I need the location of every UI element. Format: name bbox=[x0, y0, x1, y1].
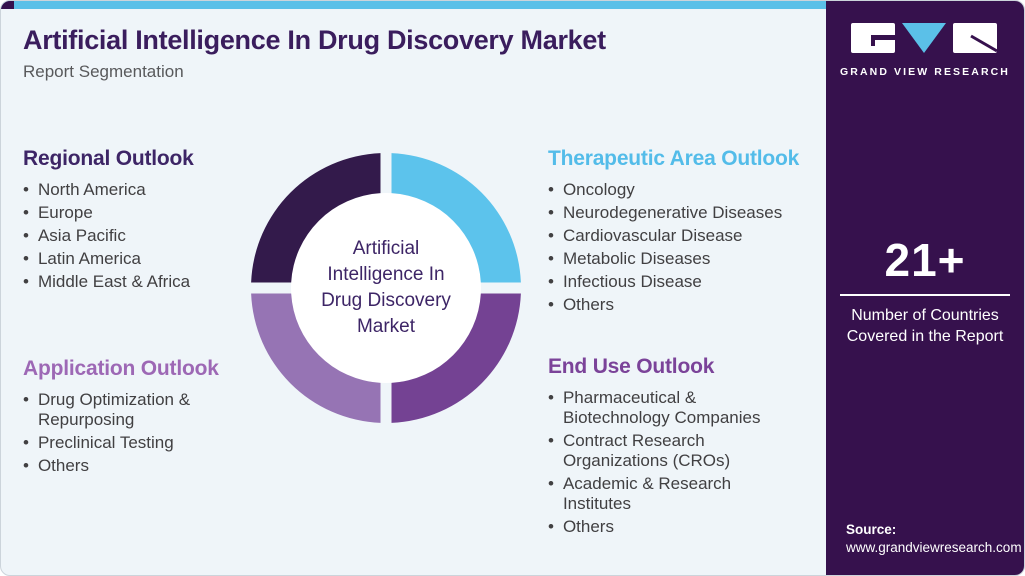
bullet-icon: • bbox=[23, 433, 29, 452]
list-item-label: Others bbox=[562, 295, 614, 314]
bullet-icon: • bbox=[548, 431, 554, 450]
list-item-label: Others bbox=[562, 517, 614, 536]
list-item: • Preclinical Testing bbox=[23, 433, 255, 453]
countries-count: 21+ bbox=[840, 233, 1010, 296]
bullet-icon: • bbox=[548, 203, 554, 222]
list-item: • Others bbox=[548, 295, 826, 315]
bullet-icon: • bbox=[548, 226, 554, 245]
bullet-icon: • bbox=[23, 249, 29, 268]
bullet-icon: • bbox=[23, 456, 29, 475]
bullet-icon: • bbox=[548, 388, 554, 407]
gvr-logo: GRAND VIEW RESEARCH bbox=[826, 23, 1024, 78]
section-therapeutic-area-outlook: Therapeutic Area Outlook • Oncology • Neuro… bbox=[548, 147, 826, 318]
bullet-icon: • bbox=[23, 226, 29, 245]
regional-outlook-list: • North America • Europe • Asia Pacific • Latin… bbox=[23, 180, 255, 292]
end-use-outlook-heading: End Use Outlook bbox=[548, 355, 715, 378]
list-item: • Middle East & Africa bbox=[23, 272, 255, 292]
list-item-label: Cardiovascular Disease bbox=[562, 226, 743, 245]
bullet-icon: • bbox=[548, 474, 554, 493]
list-item: • Drug Optimization & Repurposing bbox=[23, 390, 255, 430]
list-item-label: Others bbox=[37, 456, 89, 475]
list-item: • Latin America bbox=[23, 249, 255, 269]
top-accent-bar bbox=[1, 1, 841, 9]
list-item-label: Oncology bbox=[562, 180, 635, 199]
source-url-link[interactable]: www.grandviewresearch.com bbox=[846, 540, 1022, 555]
bullet-icon: • bbox=[548, 295, 554, 314]
bullet-icon: • bbox=[23, 180, 29, 199]
donut-chart: Artificial Intelligence In Drug Discover… bbox=[248, 150, 524, 426]
list-item-label: Contract Research Organizations (CROs) bbox=[562, 431, 731, 470]
list-item: • Cardiovascular Disease bbox=[548, 226, 826, 246]
sidebar: GRAND VIEW RESEARCH 21+ Number of Countr… bbox=[826, 1, 1024, 575]
donut-center-circle bbox=[291, 193, 481, 383]
therapeutic-area-outlook-heading: Therapeutic Area Outlook bbox=[548, 147, 800, 170]
bullet-icon: • bbox=[548, 272, 554, 291]
source-label: Source: bbox=[846, 522, 897, 537]
list-item-label: Academic & Research Institutes bbox=[562, 474, 732, 513]
page-subtitle: Report Segmentation bbox=[23, 62, 184, 81]
list-item-label: Neurodegenerative Diseases bbox=[562, 203, 783, 222]
list-item-label: Drug Optimization & Repurposing bbox=[37, 390, 191, 429]
list-item: • North America bbox=[23, 180, 255, 200]
list-item: • Contract Research Organizations (CROs) bbox=[548, 431, 826, 471]
donut-segment-4 bbox=[251, 293, 381, 423]
list-item-label: Infectious Disease bbox=[562, 272, 702, 291]
donut-segment-1 bbox=[251, 153, 381, 283]
application-outlook-heading: Application Outlook bbox=[23, 357, 219, 380]
countries-stat: 21+ Number of Countries Covered in the R… bbox=[840, 233, 1010, 347]
list-item: • Others bbox=[548, 517, 826, 537]
bullet-icon: • bbox=[548, 180, 554, 199]
list-item-label: Preclinical Testing bbox=[37, 433, 174, 452]
list-item: • Oncology bbox=[548, 180, 826, 200]
list-item-label: North America bbox=[37, 180, 146, 199]
list-item: • Academic & Research Institutes bbox=[548, 474, 826, 514]
list-item: • Others bbox=[23, 456, 255, 476]
list-item: • Neurodegenerative Diseases bbox=[548, 203, 826, 223]
regional-outlook-heading: Regional Outlook bbox=[23, 147, 194, 170]
gvr-logo-icon bbox=[851, 23, 998, 53]
list-item: • Europe bbox=[23, 203, 255, 223]
list-item-label: Asia Pacific bbox=[37, 226, 126, 245]
bullet-icon: • bbox=[548, 517, 554, 536]
bullet-icon: • bbox=[23, 390, 29, 409]
donut-segment-2 bbox=[391, 153, 521, 283]
list-item-label: Metabolic Diseases bbox=[562, 249, 711, 268]
bullet-icon: • bbox=[548, 249, 554, 268]
list-item-label: Pharmaceutical & Biotechnology Companies bbox=[562, 388, 761, 427]
application-outlook-list: • Drug Optimization & Repurposing • Preclin… bbox=[23, 390, 255, 476]
source-block: Source: www.grandviewresearch.com bbox=[846, 522, 1022, 555]
section-regional-outlook: Regional Outlook • North America • Europe • A… bbox=[23, 147, 255, 295]
bullet-icon: • bbox=[23, 203, 29, 222]
countries-caption: Number of Countries Covered in the Repor… bbox=[846, 307, 1004, 345]
list-item: • Metabolic Diseases bbox=[548, 249, 826, 269]
list-item-label: Middle East & Africa bbox=[37, 272, 191, 291]
bullet-icon: • bbox=[23, 272, 29, 291]
donut-segment-3 bbox=[391, 293, 521, 423]
list-item-label: Europe bbox=[37, 203, 93, 222]
list-item: • Infectious Disease bbox=[548, 272, 826, 292]
top-accent-bar-cap bbox=[1, 1, 14, 9]
brand-name: GRAND VIEW RESEARCH bbox=[840, 66, 1010, 78]
section-application-outlook: Application Outlook • Drug Optimization &… bbox=[23, 357, 255, 479]
header: Artificial Intelligence In Drug Discover… bbox=[23, 25, 606, 82]
section-end-use-outlook: End Use Outlook • Pharmaceutical & Biotec… bbox=[548, 355, 826, 540]
list-item-label: Latin America bbox=[37, 249, 141, 268]
list-item: • Pharmaceutical & Biotechnology Companie… bbox=[548, 388, 826, 428]
list-item: • Asia Pacific bbox=[23, 226, 255, 246]
therapeutic-area-outlook-list: • Oncology • Neurodegenerative Diseases • Car… bbox=[548, 180, 826, 315]
page-title: Artificial Intelligence In Drug Discover… bbox=[23, 25, 606, 55]
donut-svg bbox=[251, 153, 521, 423]
end-use-outlook-list: • Pharmaceutical & Biotechnology Companie… bbox=[548, 388, 826, 537]
